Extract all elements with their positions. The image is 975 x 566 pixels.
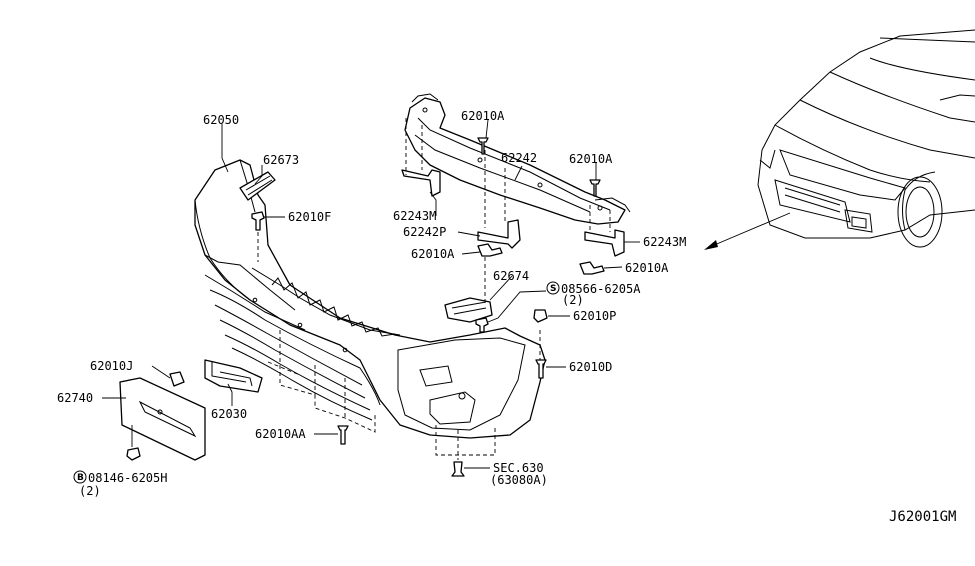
clip-62010P[interactable]	[533, 309, 548, 323]
s-symbol-icon	[546, 281, 560, 295]
bracket-62673[interactable]	[239, 171, 276, 201]
label-62242P[interactable]: 62242P	[403, 225, 446, 239]
label-62740[interactable]: 62740	[57, 391, 93, 405]
label-08146-qty: (2)	[79, 484, 101, 498]
label-62050[interactable]: 62050	[203, 113, 239, 127]
s-symbol-letter: S	[550, 284, 556, 294]
b-symbol-letter: B	[77, 473, 84, 483]
label-62010D[interactable]: 62010D	[569, 360, 612, 374]
label-62010A-lower[interactable]: 62010A	[625, 261, 669, 275]
label-62010AA[interactable]: 62010AA	[255, 427, 306, 441]
reference-arrow	[704, 212, 791, 250]
screw-08566[interactable]	[475, 317, 489, 333]
label-08146-6205H[interactable]: 08146-6205H	[88, 471, 167, 485]
label-62010A-mid[interactable]: 62010A	[411, 247, 455, 261]
label-62242[interactable]: 62242	[501, 151, 537, 165]
license-plate-bracket-62740[interactable]	[119, 377, 206, 461]
label-sec630[interactable]: SEC.630	[493, 461, 544, 475]
bumper-fascia-62050[interactable]	[194, 159, 546, 439]
clip-62010F[interactable]	[251, 211, 265, 231]
diagram-code: J62001GM	[889, 509, 956, 525]
bracket-62030[interactable]	[204, 359, 263, 393]
bracket-62243M-right[interactable]	[584, 229, 625, 257]
label-08566-qty: (2)	[562, 293, 584, 307]
screw-sec630[interactable]	[451, 461, 465, 477]
bracket-62242P[interactable]	[477, 219, 521, 249]
label-62673[interactable]: 62673	[263, 153, 299, 167]
label-62010J[interactable]: 62010J	[90, 359, 133, 373]
clip-62010J[interactable]	[169, 371, 185, 387]
label-62030[interactable]: 62030	[211, 407, 247, 421]
clip-62010A-top[interactable]	[477, 137, 489, 155]
label-08566-6205A[interactable]: 08566-6205A	[561, 282, 641, 296]
b-symbol-icon	[73, 470, 87, 484]
bracket-62243M-left[interactable]	[401, 169, 441, 197]
clip-62010A-right[interactable]	[589, 179, 601, 197]
label-62010F[interactable]: 62010F	[288, 210, 331, 224]
bracket-62674[interactable]	[444, 297, 493, 323]
label-62010P[interactable]: 62010P	[573, 309, 616, 323]
clip-62010A-mid[interactable]	[477, 243, 503, 257]
screw-08146[interactable]	[126, 447, 141, 461]
label-62243M-right[interactable]: 62243M	[643, 235, 686, 249]
label-62243M-left[interactable]: 62243M	[393, 209, 436, 223]
clip-62010D[interactable]	[535, 359, 547, 379]
bumper-reinforcement-62242[interactable]	[404, 93, 631, 225]
vehicle-outline	[757, 29, 975, 248]
clip-62010A-lower[interactable]	[579, 261, 605, 275]
label-62674[interactable]: 62674	[493, 269, 529, 283]
label-62010A-right[interactable]: 62010A	[569, 152, 613, 166]
label-62010A-top[interactable]: 62010A	[461, 109, 505, 123]
alignment-lines-lower	[257, 232, 541, 460]
label-63080A[interactable]: (63080A)	[490, 473, 548, 487]
leader-lines	[102, 119, 640, 469]
clip-62010AA[interactable]	[337, 425, 349, 445]
